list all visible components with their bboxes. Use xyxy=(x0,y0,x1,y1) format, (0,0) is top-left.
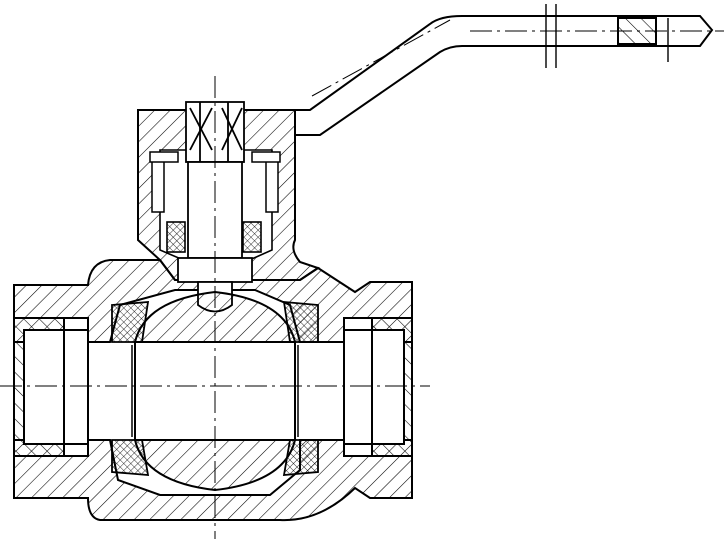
centerlines xyxy=(0,19,724,539)
seat-rings xyxy=(111,301,319,476)
handle-lever xyxy=(294,4,714,136)
outlet-end-connection xyxy=(343,317,413,457)
inlet-end-connection xyxy=(13,317,89,457)
gland-packing xyxy=(166,221,262,253)
gland-bolts xyxy=(149,151,281,213)
